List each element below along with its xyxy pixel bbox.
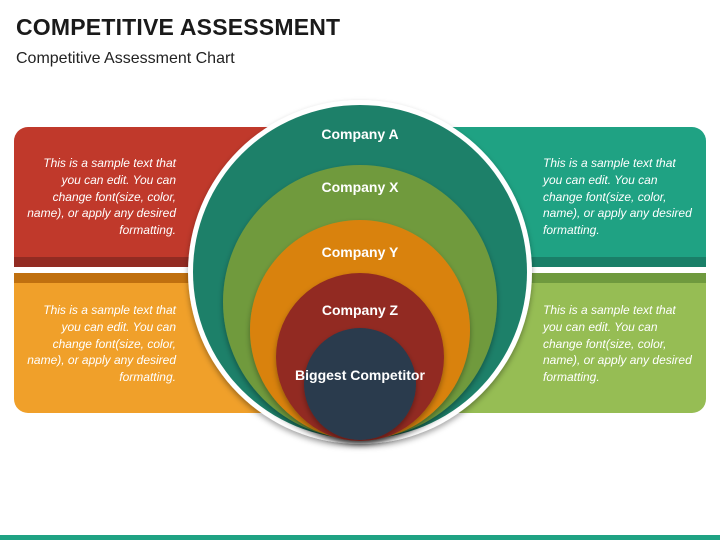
panel-bottom-right-strip — [406, 273, 706, 283]
panel-bottom-left-text: This is a sample text that you can edit.… — [27, 303, 176, 385]
panel-bottom-right-text: This is a sample text that you can edit.… — [543, 303, 692, 385]
label-company-a: Company A — [321, 126, 399, 142]
label-company-z: Company Z — [321, 302, 399, 318]
panel-top-right-strip — [406, 257, 706, 267]
label-company-y: Company Y — [321, 244, 399, 260]
page-subtitle: Competitive Assessment Chart — [16, 50, 235, 67]
circle-biggest-competitor — [304, 328, 416, 440]
panel-top-left-strip — [14, 257, 314, 267]
label-company-x: Company X — [321, 179, 399, 195]
footer-bar — [0, 535, 720, 540]
page-title: COMPETITIVE ASSESSMENT — [16, 14, 341, 40]
panel-bottom-left-strip — [14, 273, 314, 283]
panel-top-right-text: This is a sample text that you can edit.… — [543, 156, 692, 238]
label-biggest-competitor: Biggest Competitor — [295, 367, 425, 383]
panel-top-left-text: This is a sample text that you can edit.… — [27, 156, 176, 238]
